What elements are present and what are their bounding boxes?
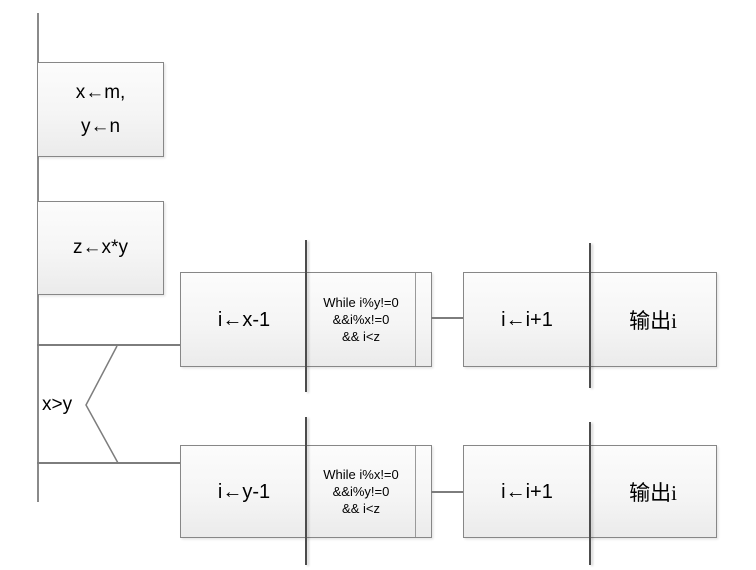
loop-bottom-init-cell: i←y-1 — [181, 446, 307, 537]
decision-label: x>y — [42, 394, 73, 415]
loop-top-while-line2: &&i%x!=0 — [332, 312, 390, 327]
loop-bottom-while-line1: While i%x!=0 — [323, 467, 399, 482]
assign-xy-line1: x←m, — [75, 81, 126, 103]
assign-xy-text: x←m, y←n — [38, 63, 163, 156]
body-top-divider-line — [589, 243, 591, 388]
body-bottom-increment-cell: i←i+1 — [464, 446, 590, 537]
body-top-output-cell: 输出i — [590, 273, 716, 366]
loop-top-condition-cell: While i%y!=0 &&i%x!=0 && i<z — [307, 273, 415, 366]
loop-bottom-while-line2: &&i%y!=0 — [332, 484, 390, 499]
assign-z-text: z←x*y — [38, 202, 163, 294]
body-bottom-increment-label: i←i+1 — [501, 480, 553, 503]
loop-bottom-while-line3: && i<z — [342, 501, 380, 516]
body-bottom-output-label: 输出i — [629, 480, 677, 505]
loop-top-divider-line — [305, 240, 307, 392]
loop-bottom-connector-line — [431, 491, 464, 493]
loop-top-init-label: i←x-1 — [217, 308, 271, 331]
body-bottom-divider-line — [589, 422, 591, 565]
loop-top-connector-line — [431, 317, 464, 319]
loop-top-init-cell: i←x-1 — [181, 273, 307, 366]
decision-chevron-icon — [85, 345, 119, 464]
decision-true-branch-line — [37, 344, 180, 346]
loop-top-while-line3: && i<z — [342, 329, 380, 344]
decision-false-branch-line — [37, 462, 180, 464]
loop-top-while-line1: While i%y!=0 — [323, 295, 399, 310]
loop-top-strip — [415, 273, 431, 366]
body-top-increment-cell: i←i+1 — [464, 273, 590, 366]
loop-bottom-init-label: i←y-1 — [217, 480, 271, 503]
body-top-increment-label: i←i+1 — [501, 308, 553, 331]
loop-bottom-strip — [415, 446, 431, 537]
assign-xy-line2: y←n — [80, 115, 121, 137]
assign-z-label: z←x*y — [73, 237, 128, 258]
assign-xy-box: x←m, y←n — [37, 62, 164, 157]
body-bottom-output-cell: 输出i — [590, 446, 716, 537]
loop-bottom-divider-line — [305, 417, 307, 565]
loop-bottom-condition-cell: While i%x!=0 &&i%y!=0 && i<z — [307, 446, 415, 537]
body-top-output-label: 输出i — [629, 308, 677, 333]
assign-z-box: z←x*y — [37, 201, 164, 295]
